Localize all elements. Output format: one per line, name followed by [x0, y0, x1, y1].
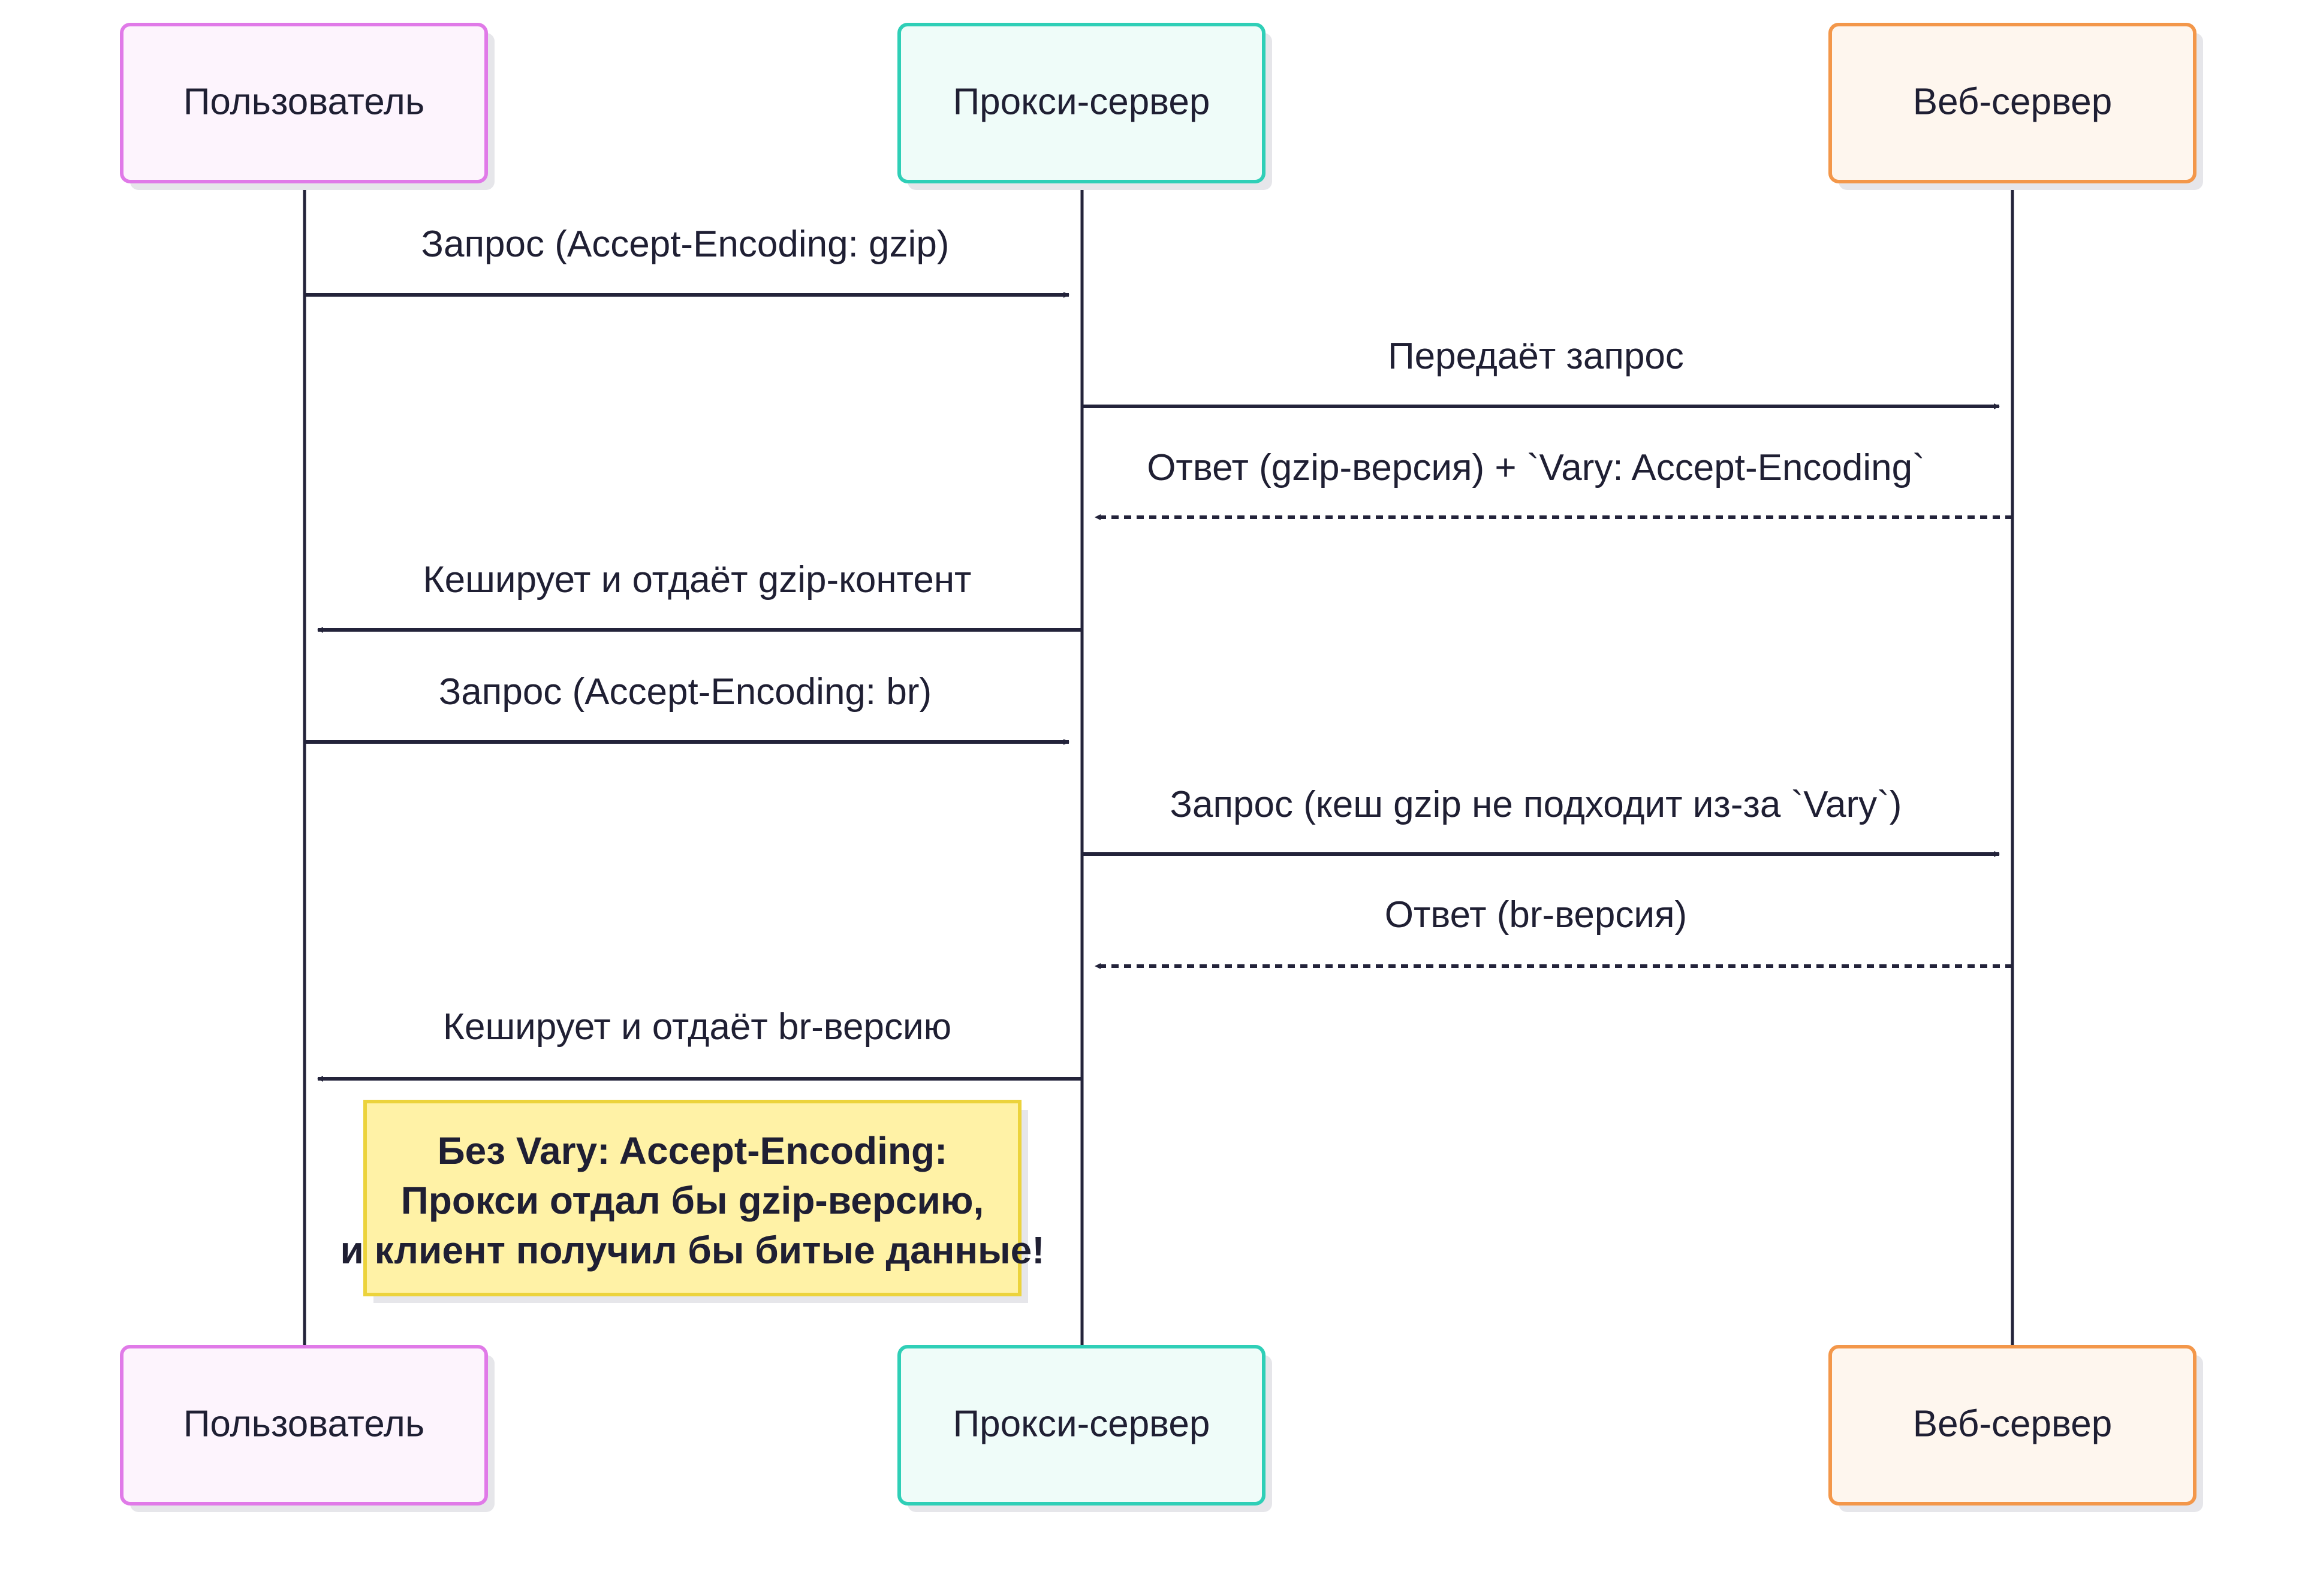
message-3-label: Ответ (gzip-версия) + `Vary: Accept-Enco… — [1147, 447, 1925, 488]
participant-user-bottom-label: Пользователь — [183, 1403, 424, 1444]
note-line-1: Без Vary: Accept-Encoding: — [438, 1129, 948, 1172]
message-8: Кеширует и отдаёт br-версию — [317, 1006, 1082, 1082]
message-8-label: Кеширует и отдаёт br-версию — [443, 1006, 951, 1048]
message-4-label: Кеширует и отдаёт gzip-контент — [423, 559, 972, 601]
participant-proxy-label: Прокси-сервер — [953, 81, 1210, 122]
message-5: Запрос (Accept-Encoding: br) — [305, 671, 1069, 745]
messages: Запрос (Accept-Encoding: gzip) Передаёт … — [305, 224, 2012, 1082]
message-6-label: Запрос (кеш gzip не подходит из-за `Vary… — [1170, 784, 1902, 825]
note: Без Vary: Accept-Encoding: Прокси отдал … — [340, 1100, 1045, 1303]
participant-proxy-top: Прокси-сервер — [897, 23, 1272, 190]
message-2: Передаёт запрос — [1082, 336, 2000, 409]
message-1-label: Запрос (Accept-Encoding: gzip) — [421, 224, 950, 265]
participant-server-bottom: Веб-сервер — [1828, 1345, 2203, 1512]
participant-user-bottom: Пользователь — [120, 1345, 495, 1512]
participants-top: Пользователь Прокси-сервер Веб-сервер — [120, 23, 2203, 190]
participant-user-label: Пользователь — [183, 81, 424, 122]
message-5-label: Запрос (Accept-Encoding: br) — [439, 671, 932, 713]
lifelines — [303, 183, 2014, 1345]
note-line-3: и клиент получил бы битые данные! — [340, 1229, 1044, 1272]
note-box — [363, 1100, 1022, 1296]
message-7-label: Ответ (br-версия) — [1385, 894, 1687, 936]
participant-server-label: Веб-сервер — [1913, 81, 2112, 122]
note-line-2: Прокси отдал бы gzip-версию, — [401, 1179, 984, 1222]
message-4: Кеширует и отдаёт gzip-контент — [317, 559, 1082, 633]
message-1: Запрос (Accept-Encoding: gzip) — [305, 224, 1069, 298]
message-6: Запрос (кеш gzip не подходит из-за `Vary… — [1082, 784, 2000, 857]
participants-bottom: Пользователь Прокси-сервер Веб-сервер — [120, 1345, 2203, 1512]
participant-server-top: Веб-сервер — [1828, 23, 2203, 190]
message-3: Ответ (gzip-версия) + `Vary: Accept-Enco… — [1095, 447, 2012, 520]
participant-user-top: Пользователь — [120, 23, 495, 190]
participant-server-bottom-label: Веб-сервер — [1913, 1403, 2112, 1444]
message-2-label: Передаёт запрос — [1388, 336, 1684, 377]
participant-proxy-bottom-label: Прокси-сервер — [953, 1403, 1210, 1444]
participant-proxy-bottom: Прокси-сервер — [897, 1345, 1272, 1512]
message-7: Ответ (br-версия) — [1095, 894, 2012, 969]
